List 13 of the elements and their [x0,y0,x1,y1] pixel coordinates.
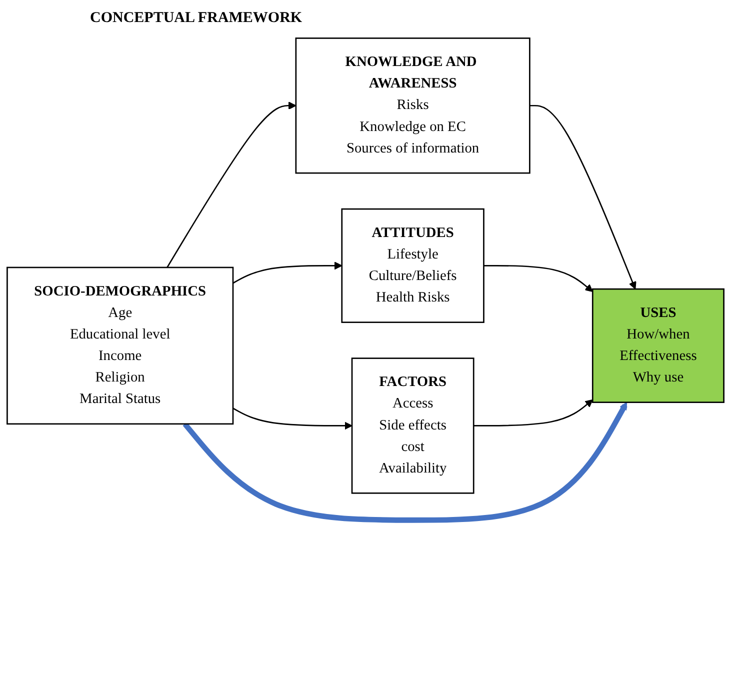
arrow [166,102,296,268]
arrow [474,399,593,426]
node-box: ATTITUDES Lifestyle Culture/Beliefs Health Risks [341,208,484,323]
arrow [182,402,628,523]
arrow [530,104,636,290]
arrow [232,262,342,284]
arrow [484,265,593,292]
arrow [232,408,352,430]
node-box: USES How/when Effectiveness Why use [592,288,724,403]
node-box: FACTORS Access Side effects cost Availability [351,358,474,494]
node-box: KNOWLEDGE AND AWARENESS Risks Knowledge on EC Sources of information [295,38,530,174]
diagram-title: CONCEPTUAL FRAMEWORK [90,10,302,27]
node-box: SOCIO-DEMOGRAPHICS Age Educational level Income Religion Marital Status [6,266,234,425]
